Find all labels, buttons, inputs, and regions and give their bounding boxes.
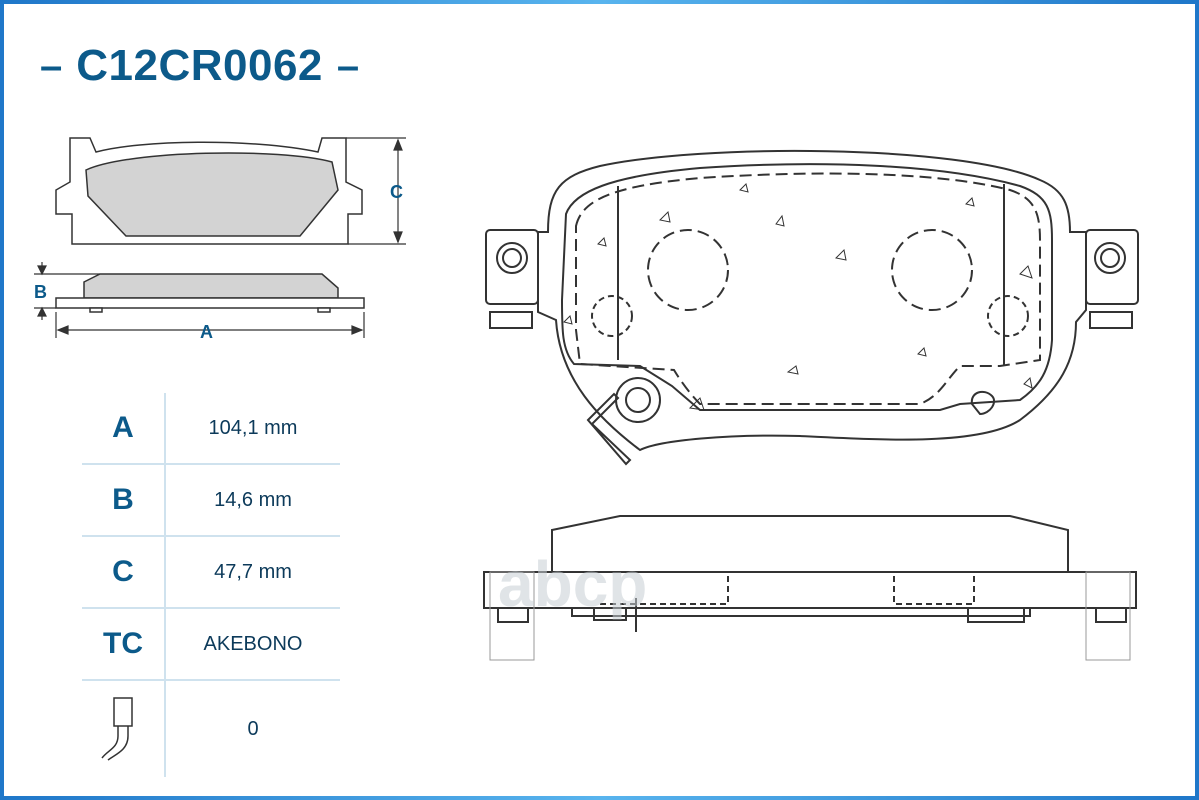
part-title: – C12CR0062 – bbox=[40, 38, 359, 94]
small-pad-front-view bbox=[55, 137, 363, 245]
spec-key: B bbox=[82, 465, 166, 535]
spec-key: C bbox=[82, 537, 166, 607]
title-dash-left: – bbox=[40, 44, 63, 88]
dimension-c bbox=[346, 137, 406, 245]
spec-table: A 104,1 mm B 14,6 mm C 47,7 mm TC AKEBON… bbox=[82, 393, 340, 777]
large-pad-front-view bbox=[485, 149, 1139, 466]
spec-value: 47,7 mm bbox=[214, 560, 292, 583]
wear-sensor-icon bbox=[82, 681, 166, 777]
part-number: C12CR0062 bbox=[76, 41, 323, 90]
spec-row: TC AKEBONO bbox=[82, 609, 340, 681]
friction-texture-marks bbox=[563, 183, 1033, 411]
spec-row: B 14,6 mm bbox=[82, 465, 340, 537]
small-pad-side-view bbox=[55, 273, 365, 313]
spec-row: A 104,1 mm bbox=[82, 393, 340, 465]
dimension-b bbox=[34, 262, 100, 320]
watermark-text: abcp bbox=[498, 548, 647, 620]
spec-value: 14,6 mm bbox=[214, 488, 292, 511]
wear-sensor-icon-graphic bbox=[101, 697, 133, 761]
title-dash-right: – bbox=[336, 44, 360, 88]
dimension-b-label: B bbox=[34, 282, 47, 302]
dimension-a bbox=[55, 312, 365, 338]
spec-key: A bbox=[82, 393, 166, 463]
spec-value: 0 bbox=[247, 717, 259, 740]
spec-key: TC bbox=[82, 609, 166, 679]
spec-row: C 47,7 mm bbox=[82, 537, 340, 609]
spec-value: AKEBONO bbox=[203, 632, 303, 655]
side-view-guides bbox=[489, 571, 1131, 661]
spec-row: 0 bbox=[82, 681, 340, 777]
spec-value: 104,1 mm bbox=[208, 416, 298, 439]
dimension-a-label: A bbox=[200, 322, 213, 342]
dimension-c-label: C bbox=[390, 182, 403, 202]
large-pad-side-view bbox=[483, 515, 1137, 632]
